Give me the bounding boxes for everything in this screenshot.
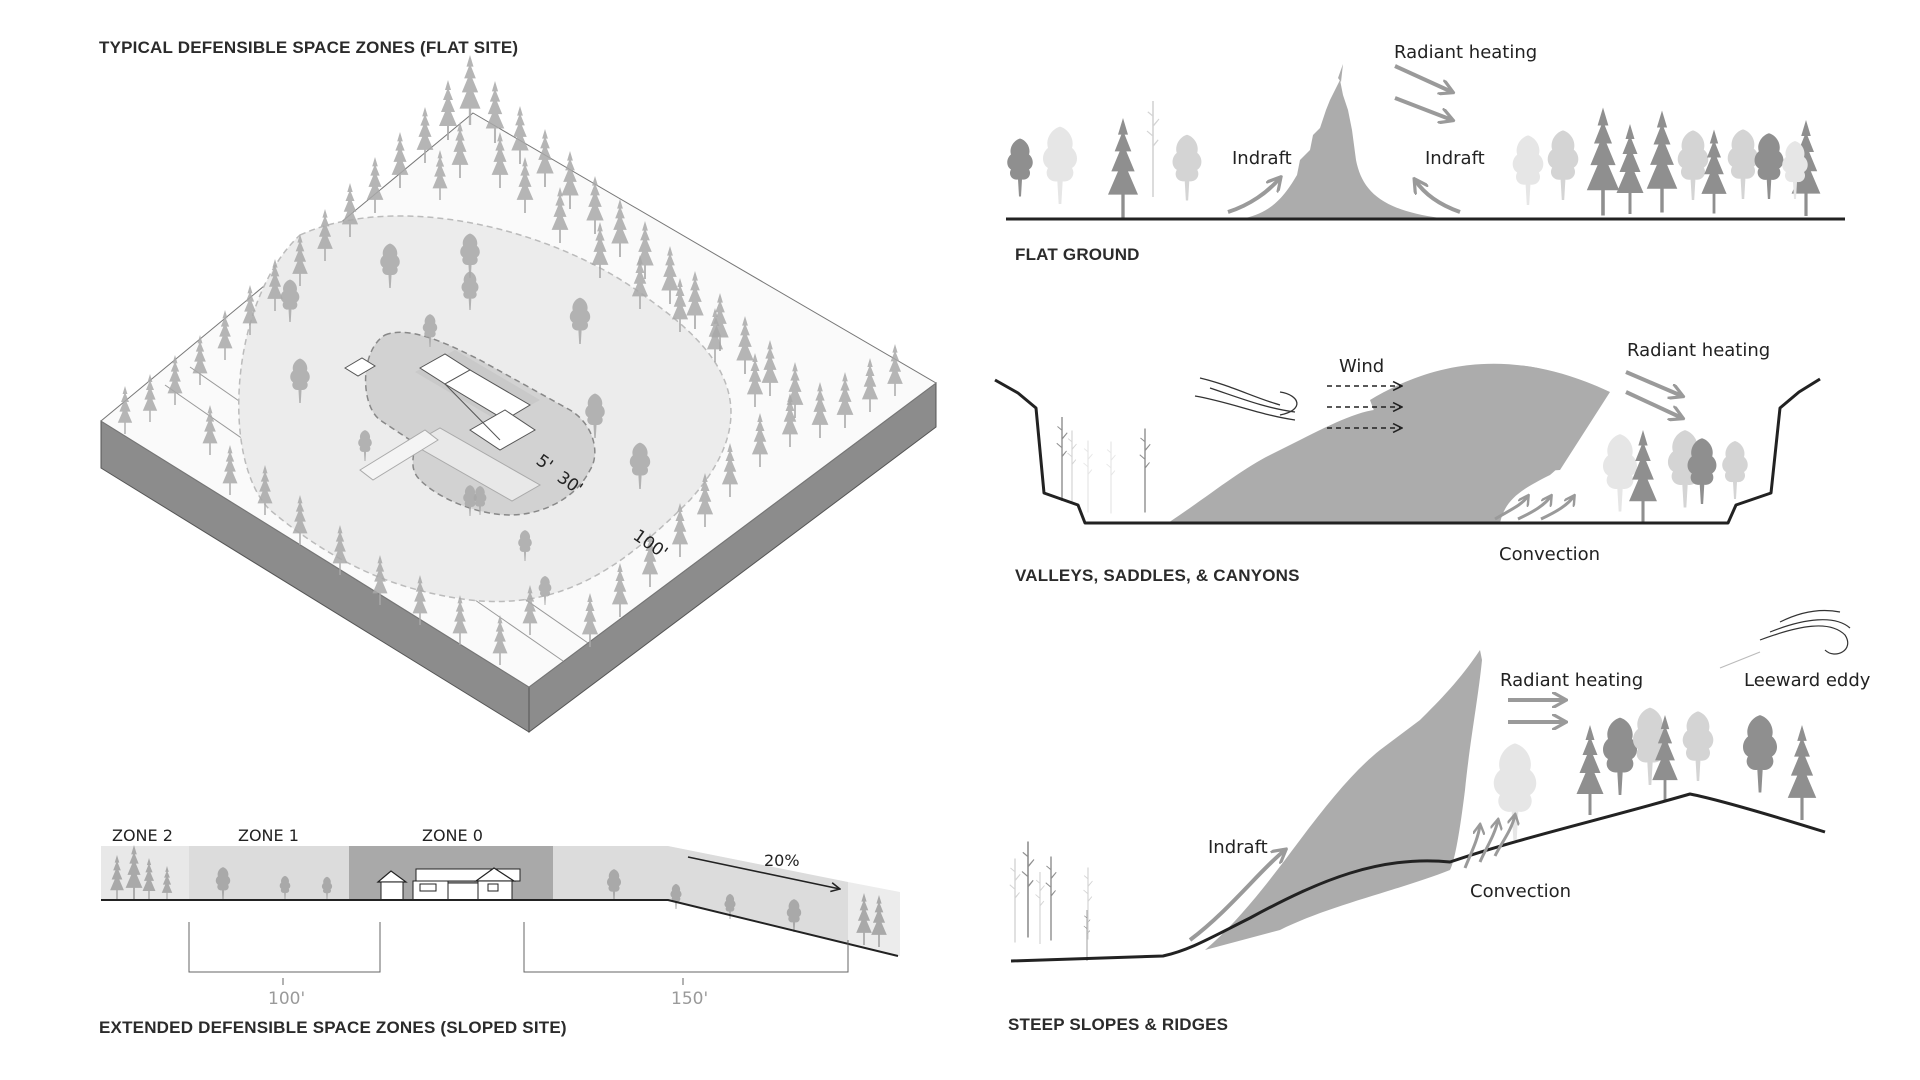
zone1-label: ZONE 1 xyxy=(238,826,299,845)
sloped-site-title: EXTENDED DEFENSIBLE SPACE ZONES (SLOPED … xyxy=(99,1018,567,1037)
slope-flame xyxy=(1205,650,1482,950)
valley-radiant-arrow-1 xyxy=(1625,370,1682,396)
radiant-arrow-1 xyxy=(1394,64,1452,92)
radiant-arrow-2 xyxy=(1394,96,1452,120)
sloped-ground-line xyxy=(101,899,899,957)
valleys-diagram: Wind Radiant heating Convection VALLEYS,… xyxy=(994,340,1821,585)
steep-slopes-diagram: Radiant heating Leeward eddy Indraft Con… xyxy=(1008,609,1871,1034)
zone1-slope-band xyxy=(553,846,848,944)
flame-tip xyxy=(1338,64,1343,82)
wind-label: Wind xyxy=(1339,356,1384,377)
flat-site-title: TYPICAL DEFENSIBLE SPACE ZONES (FLAT SIT… xyxy=(99,38,518,57)
walkway xyxy=(359,429,439,481)
house-elevation xyxy=(376,867,521,901)
sloped-site-diagram: ZONE 2 ZONE 1 ZONE 0 xyxy=(99,826,900,1037)
measure-bracket-150 xyxy=(523,922,849,973)
zone2-band xyxy=(101,846,189,900)
valleys-title: VALLEYS, SADDLES, & CANYONS xyxy=(1015,566,1300,585)
convection-arrow-1 xyxy=(1494,496,1528,521)
valley-radiant-label: Radiant heating xyxy=(1627,340,1770,361)
slope-convection-arrow-3 xyxy=(1493,815,1515,857)
flat-ground-trees xyxy=(1007,101,1821,218)
valley-ground-line xyxy=(994,377,1821,525)
pine-tree xyxy=(459,55,481,125)
zone0-label: ZONE 0 xyxy=(422,826,483,845)
flat-ground-diagram: Radiant heating Indraft Indraft FLAT GRO… xyxy=(1006,42,1845,264)
flat-ground-flame xyxy=(1245,80,1440,218)
slope-convection-arrow-2 xyxy=(1478,820,1498,863)
flat-ground-title: FLAT GROUND xyxy=(1015,245,1140,264)
flat-indraft-left-label: Indraft xyxy=(1232,148,1292,169)
valley-flame-body xyxy=(1370,363,1610,480)
wind-swirl-icon xyxy=(1194,377,1298,421)
leeward-eddy-icon xyxy=(1719,609,1851,669)
zone2-slope-band xyxy=(848,882,900,956)
valley-radiant-arrow-2 xyxy=(1625,390,1682,418)
slope-indraft-arrow xyxy=(1188,850,1285,942)
indraft-arrow-left xyxy=(1227,178,1280,214)
indraft-arrow-right xyxy=(1415,180,1461,214)
flat-indraft-right-label: Indraft xyxy=(1425,148,1485,169)
slope-percent-label: 20% xyxy=(764,851,800,870)
shed xyxy=(344,357,376,377)
slope-convection-label: Convection xyxy=(1470,881,1571,902)
flat-radiant-label: Radiant heating xyxy=(1394,42,1537,63)
measure-bracket-100 xyxy=(188,922,381,973)
zone2-label: ZONE 2 xyxy=(112,826,173,845)
zone1-band xyxy=(189,846,349,900)
valley-convection-label: Convection xyxy=(1499,544,1600,565)
slope-radiant-label: Radiant heating xyxy=(1500,670,1643,691)
steep-slopes-title: STEEP SLOPES & RIDGES xyxy=(1008,1015,1228,1034)
slope-indraft-label: Indraft xyxy=(1208,837,1268,858)
driveway xyxy=(410,427,542,502)
slope-ground-line xyxy=(1010,792,1826,963)
convection-arrow-2 xyxy=(1517,496,1551,521)
measure-100ft-label: 100' xyxy=(268,989,305,1009)
house-isometric xyxy=(415,350,540,451)
flat-site-diagram: TYPICAL DEFENSIBLE SPACE ZONES (FLAT SIT… xyxy=(99,38,937,733)
slope-arrow xyxy=(687,856,840,889)
convection-arrow-3 xyxy=(1540,496,1574,521)
leeward-eddy-label: Leeward eddy xyxy=(1744,670,1871,691)
measure-150ft-label: 150' xyxy=(671,989,708,1009)
slope-convection-arrow-1 xyxy=(1463,825,1480,869)
